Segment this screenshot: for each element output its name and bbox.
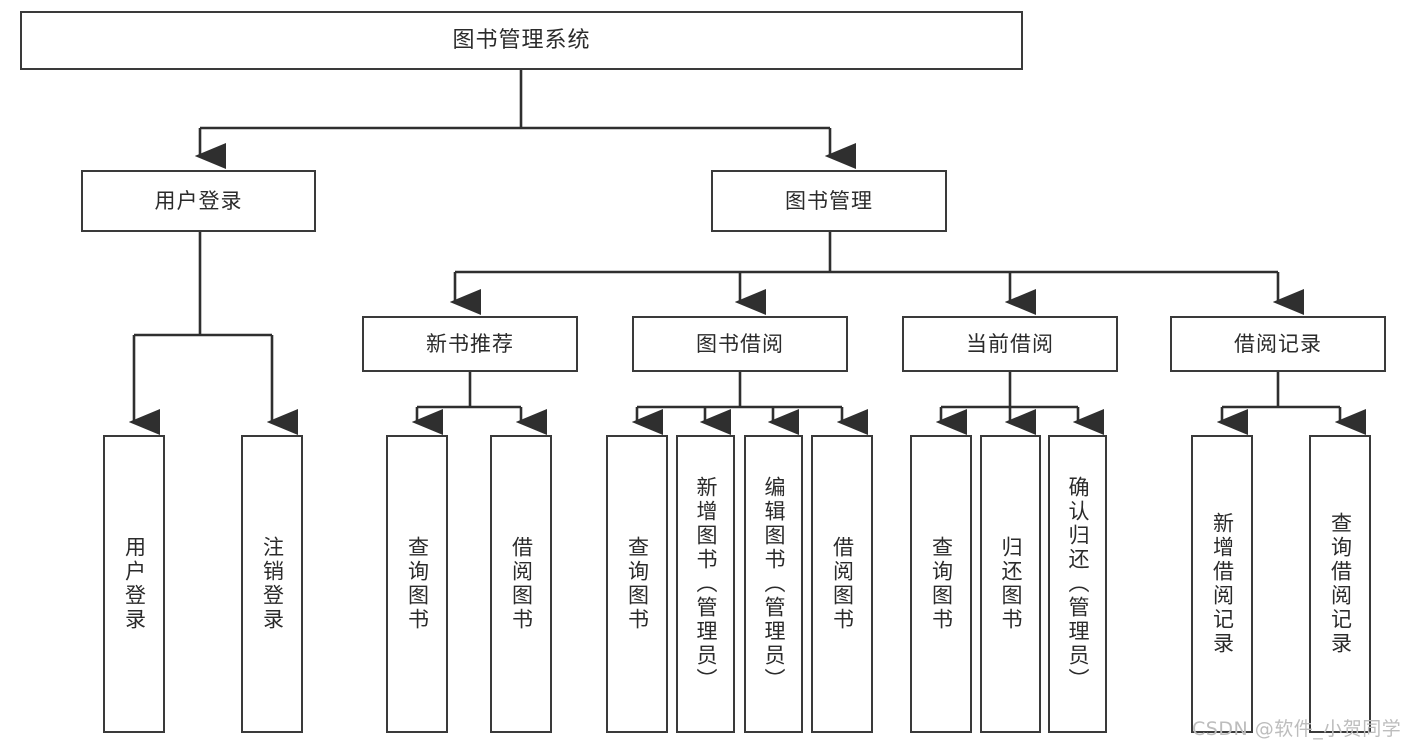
csdn-watermark: CSDN @软件_小贺同学 bbox=[1192, 718, 1402, 740]
leaf-borrow-borrow-book[interactable]: 借阅图书 bbox=[811, 435, 873, 733]
leaf-current-return-book[interactable]: 归还图书 bbox=[980, 435, 1041, 733]
leaf-current-query-book[interactable]: 查询图书 bbox=[910, 435, 972, 733]
node-root-book-management-system[interactable]: 图书管理系统 bbox=[20, 11, 1023, 70]
leaf-user-login-signout-label: 注销登录 bbox=[260, 536, 285, 632]
leaf-record-add[interactable]: 新增借阅记录 bbox=[1191, 435, 1253, 733]
node-root-label: 图书管理系统 bbox=[452, 27, 591, 53]
node-current-borrow-label: 当前借阅 bbox=[966, 331, 1054, 356]
leaf-current-confirm-return[interactable]: 确认归还（管理员） bbox=[1048, 435, 1107, 733]
node-user-login-label: 用户登录 bbox=[154, 188, 243, 213]
leaf-borrow-add-book-label: 新增图书（管理员） bbox=[694, 476, 718, 692]
leaf-record-add-label: 新增借阅记录 bbox=[1210, 512, 1235, 656]
node-borrow-record[interactable]: 借阅记录 bbox=[1170, 316, 1386, 372]
leaf-record-query[interactable]: 查询借阅记录 bbox=[1309, 435, 1371, 733]
leaf-borrow-edit-book[interactable]: 编辑图书（管理员） bbox=[744, 435, 803, 733]
leaf-new-book-borrow-label: 借阅图书 bbox=[509, 536, 534, 632]
leaf-user-login-signout[interactable]: 注销登录 bbox=[241, 435, 303, 733]
leaf-borrow-add-book[interactable]: 新增图书（管理员） bbox=[676, 435, 735, 733]
leaf-user-login-signin-label: 用户登录 bbox=[122, 536, 147, 632]
node-new-book-recommend[interactable]: 新书推荐 bbox=[362, 316, 578, 372]
leaf-new-book-borrow[interactable]: 借阅图书 bbox=[490, 435, 552, 733]
leaf-current-confirm-return-label: 确认归还（管理员） bbox=[1066, 476, 1090, 692]
node-new-book-recommend-label: 新书推荐 bbox=[426, 331, 514, 356]
leaf-borrow-edit-book-label: 编辑图书（管理员） bbox=[762, 476, 786, 692]
leaf-borrow-query-book[interactable]: 查询图书 bbox=[606, 435, 668, 733]
leaf-user-login-signin[interactable]: 用户登录 bbox=[103, 435, 165, 733]
node-current-borrow[interactable]: 当前借阅 bbox=[902, 316, 1118, 372]
leaf-current-query-book-label: 查询图书 bbox=[929, 536, 954, 632]
node-book-borrow[interactable]: 图书借阅 bbox=[632, 316, 848, 372]
leaf-new-book-query-label: 查询图书 bbox=[405, 536, 430, 632]
node-book-management[interactable]: 图书管理 bbox=[711, 170, 947, 232]
leaf-borrow-borrow-book-label: 借阅图书 bbox=[830, 536, 855, 632]
leaf-new-book-query[interactable]: 查询图书 bbox=[386, 435, 448, 733]
node-user-login[interactable]: 用户登录 bbox=[81, 170, 316, 232]
leaf-record-query-label: 查询借阅记录 bbox=[1328, 512, 1353, 656]
leaf-current-return-book-label: 归还图书 bbox=[999, 536, 1023, 632]
node-book-management-label: 图书管理 bbox=[785, 188, 873, 213]
node-borrow-record-label: 借阅记录 bbox=[1234, 331, 1322, 356]
leaf-borrow-query-book-label: 查询图书 bbox=[625, 536, 650, 632]
node-book-borrow-label: 图书借阅 bbox=[696, 331, 784, 356]
